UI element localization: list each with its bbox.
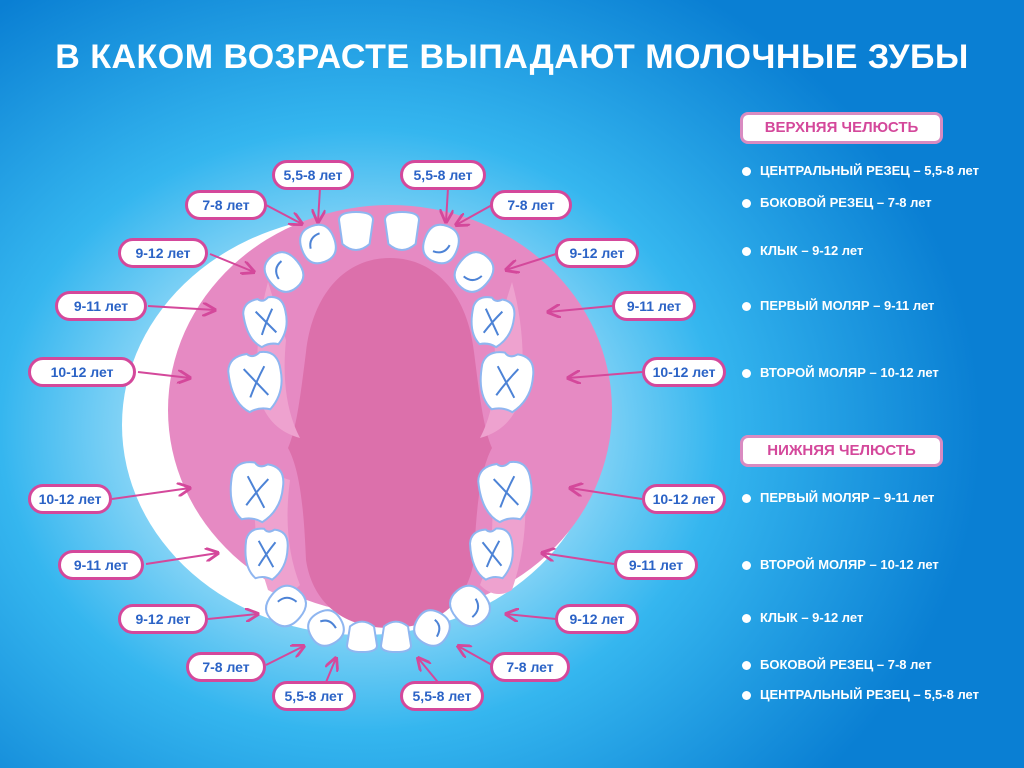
bullet-icon: [742, 369, 751, 379]
age-label-lower-left: 9-12 лет: [118, 604, 208, 634]
legend-lower-item: ЦЕНТРАЛЬНЫЙ РЕЗЕЦ – 5,5-8 лет: [742, 687, 979, 702]
molar-tooth: [244, 527, 289, 581]
legend-upper-item: БОКОВОЙ РЕЗЕЦ – 7-8 лет: [742, 195, 932, 210]
age-label-upper-left: 7-8 лет: [185, 190, 267, 220]
incisor-tooth: [379, 620, 413, 654]
molar-tooth: [477, 460, 533, 524]
age-label-lower-right: 5,5-8 лет: [400, 681, 484, 711]
pointer-arrow: [318, 187, 320, 222]
molar-tooth: [470, 296, 516, 349]
molar-tooth: [242, 295, 288, 349]
pointer-arrow: [548, 306, 613, 312]
age-label-lower-left: 10-12 лет: [28, 484, 112, 514]
incisor-tooth: [345, 620, 379, 654]
canine-tooth: [265, 584, 307, 628]
pointer-arrow: [207, 614, 258, 619]
lower-jaw-heading: НИЖНЯЯ ЧЕЛЮСТЬ: [740, 435, 943, 467]
legend-upper-item: ПЕРВЫЙ МОЛЯР – 9-11 лет: [742, 298, 934, 313]
age-label-upper-left: 5,5-8 лет: [272, 160, 354, 190]
age-label-upper-right: 5,5-8 лет: [400, 160, 486, 190]
bullet-icon: [742, 691, 751, 701]
molar-tooth: [468, 527, 514, 581]
bullet-icon: [742, 302, 751, 312]
age-label-upper-left: 9-12 лет: [118, 238, 208, 268]
age-label-upper-right: 10-12 лет: [642, 357, 726, 387]
canine-tooth: [449, 584, 491, 628]
pointer-arrow: [137, 372, 190, 378]
age-label-lower-right: 10-12 лет: [642, 484, 726, 514]
age-label-upper-right: 7-8 лет: [490, 190, 572, 220]
age-label-upper-left: 9-11 лет: [55, 291, 147, 321]
legend-upper-item: ЦЕНТРАЛЬНЫЙ РЕЗЕЦ – 5,5-8 лет: [742, 163, 979, 178]
age-label-lower-right: 7-8 лет: [490, 652, 570, 682]
legend-lower-item: КЛЫК – 9-12 лет: [742, 610, 863, 625]
bullet-icon: [742, 561, 751, 571]
pointer-arrow: [111, 488, 190, 500]
age-label-lower-left: 7-8 лет: [186, 652, 266, 682]
pointer-arrow: [568, 372, 643, 378]
pointer-arrow: [446, 187, 448, 222]
pointer-arrow: [458, 646, 493, 666]
lateral-tooth: [422, 223, 460, 265]
pointer-arrow: [265, 646, 304, 666]
bullet-icon: [742, 661, 751, 671]
molar-tooth: [227, 350, 283, 414]
age-label-lower-right: 9-12 лет: [555, 604, 639, 634]
pointer-arrow: [456, 204, 493, 225]
age-label-lower-left: 9-11 лет: [58, 550, 144, 580]
pointer-arrow: [147, 306, 215, 310]
molar-tooth: [479, 351, 535, 414]
canine-tooth: [453, 251, 495, 293]
pointer-arrow: [570, 488, 643, 500]
pointer-arrow: [542, 553, 615, 565]
legend-lower-item: ВТОРОЙ МОЛЯР – 10-12 лет: [742, 557, 939, 572]
pointer-arrow: [209, 253, 254, 272]
bullet-icon: [742, 494, 751, 504]
bullet-icon: [742, 167, 751, 177]
upper-jaw-heading: ВЕРХНЯЯ ЧЕЛЮСТЬ: [740, 112, 943, 144]
pointer-arrow: [506, 614, 557, 619]
age-label-upper-left: 10-12 лет: [28, 357, 136, 387]
lateral-tooth: [299, 223, 337, 265]
legend-lower-item: БОКОВОЙ РЕЗЕЦ – 7-8 лет: [742, 657, 932, 672]
age-label-lower-left: 5,5-8 лет: [272, 681, 356, 711]
incisor-tooth: [383, 210, 421, 251]
age-label-lower-right: 9-11 лет: [614, 550, 698, 580]
lateral-tooth: [307, 609, 345, 647]
bullet-icon: [742, 247, 751, 257]
pointer-arrow: [506, 253, 557, 270]
pointer-arrow: [265, 204, 302, 224]
incisor-tooth: [337, 210, 375, 251]
age-label-upper-right: 9-11 лет: [612, 291, 696, 321]
legend-lower-item: ПЕРВЫЙ МОЛЯР – 9-11 лет: [742, 490, 934, 505]
bullet-icon: [742, 199, 751, 209]
age-label-upper-right: 9-12 лет: [555, 238, 639, 268]
page-title: В КАКОМ ВОЗРАСТЕ ВЫПАДАЮТ МОЛОЧНЫЕ ЗУБЫ: [55, 38, 969, 76]
molar-tooth: [229, 461, 285, 524]
pointer-arrow: [145, 553, 218, 565]
legend-upper-item: ВТОРОЙ МОЛЯР – 10-12 лет: [742, 365, 939, 380]
palate: [288, 258, 492, 628]
lateral-tooth: [413, 609, 451, 647]
legend-upper-item: КЛЫК – 9-12 лет: [742, 243, 863, 258]
bullet-icon: [742, 614, 751, 624]
